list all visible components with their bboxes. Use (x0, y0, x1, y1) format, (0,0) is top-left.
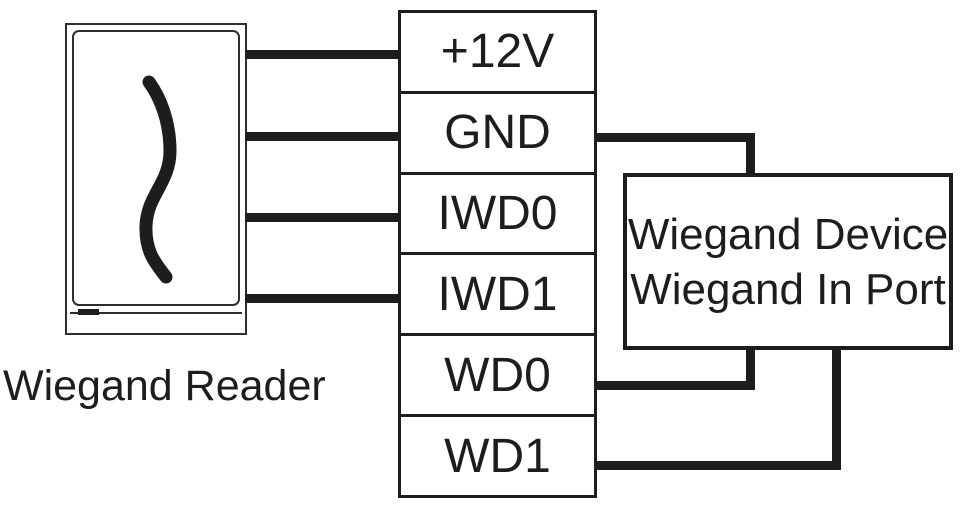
terminal-label-gnd: GND (444, 106, 551, 160)
terminal-label-wd0: WD0 (444, 348, 551, 402)
wire-reader-to-iwd0 (245, 213, 398, 222)
terminal-label-wd1: WD1 (444, 429, 551, 483)
wire-wd1-to-device-vertical (832, 347, 841, 470)
wire-wd1-to-device-horizontal (597, 461, 841, 470)
wire-reader-to-12v (245, 50, 398, 59)
wiegand-device-box: Wiegand Device Wiegand In Port (623, 173, 953, 350)
terminal-row-iwd1: IWD1 (401, 255, 594, 337)
reader-notch (78, 309, 99, 315)
terminal-row-wd1: WD1 (401, 417, 594, 495)
device-label-line1: Wiegand Device (627, 209, 949, 259)
wire-wd0-to-device-vertical (746, 347, 755, 390)
wire-wd0-to-device-horizontal (597, 381, 755, 390)
wiegand-reader-box (65, 23, 247, 335)
device-label-line2: Wiegand In Port (630, 264, 946, 314)
wire-gnd-to-device-horizontal (597, 133, 755, 142)
terminal-row-wd0: WD0 (401, 336, 594, 418)
wire-reader-to-iwd1 (245, 294, 398, 303)
reader-bottom-strip (70, 312, 242, 314)
terminal-block: +12V GND IWD0 IWD1 WD0 WD1 (398, 10, 597, 498)
wire-reader-to-gnd (245, 132, 398, 141)
terminal-label-iwd1: IWD1 (437, 267, 558, 321)
terminal-label-12v: +12V (440, 25, 555, 79)
terminal-row-iwd0: IWD0 (401, 175, 594, 256)
wire-gnd-to-device-vertical (746, 133, 755, 175)
terminal-row-gnd: GND (401, 94, 594, 175)
terminal-row-12v: +12V (401, 13, 594, 94)
card-swipe-wave-icon (139, 75, 177, 284)
terminal-label-iwd0: IWD0 (437, 187, 558, 241)
reader-label: Wiegand Reader (3, 362, 326, 410)
